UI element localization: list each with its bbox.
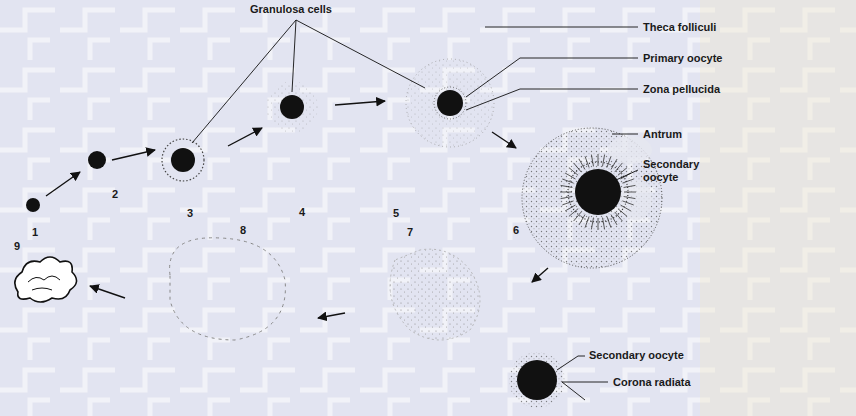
callout-number: 9 [14, 240, 20, 253]
structure-label: Primary oocyte [643, 52, 722, 65]
callout-number: 1 [32, 226, 38, 239]
callout-number: 3 [187, 207, 193, 220]
callout-number: 6 [513, 224, 519, 237]
structure-label: Theca folliculi [643, 21, 716, 34]
callout-number: 8 [240, 224, 246, 237]
structure-label: Secondary oocyte [643, 158, 707, 184]
structure-label: Secondary oocyte [589, 349, 684, 362]
structure-label: Antrum [643, 128, 682, 141]
callout-number: 5 [393, 207, 399, 220]
structure-label: Zona pellucida [643, 83, 720, 96]
structure-label: Corona radiata [613, 376, 691, 389]
callout-number: 2 [112, 188, 118, 201]
callout-number: 4 [299, 206, 305, 219]
structure-label: Granulosa cells [250, 3, 332, 16]
callout-number: 7 [407, 226, 413, 239]
